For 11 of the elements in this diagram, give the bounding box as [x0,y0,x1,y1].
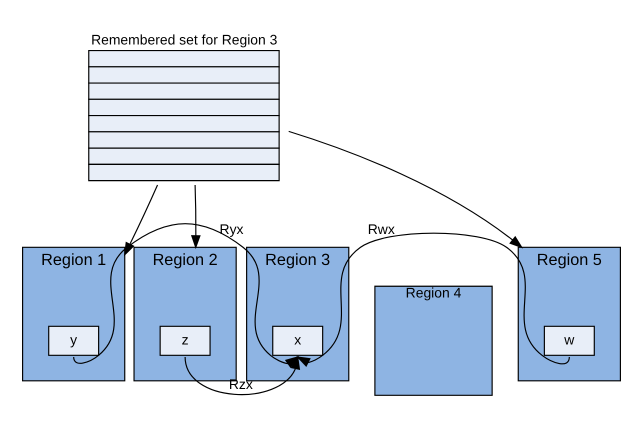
node-box: y [48,326,100,356]
arrow [296,232,570,367]
node-box: z [160,326,211,356]
node-label: Remembered set for Region 3 [91,31,278,48]
node-box: x [272,326,324,356]
edge-label: Rwx [368,221,395,238]
node-box: Region 4 [374,286,493,396]
edge-label: Ryx [220,221,244,238]
arrow [190,184,201,250]
node-box: w [544,326,595,356]
arrow [288,130,524,248]
